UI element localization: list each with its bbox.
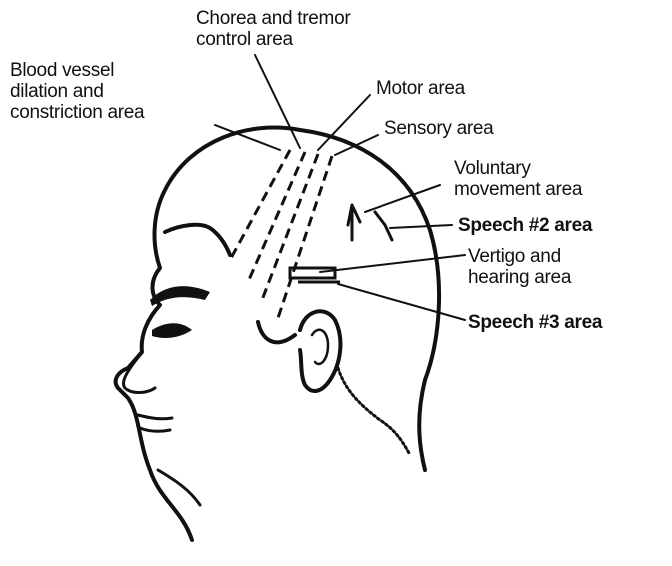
speech2-leader — [390, 225, 452, 228]
label-speech3: Speech #3 area — [468, 312, 602, 333]
eye — [152, 323, 192, 338]
vertigo-leader — [320, 255, 465, 272]
voluntary-leader — [365, 185, 440, 212]
label-blood-vessel: Blood vessel dilation and constriction a… — [10, 60, 144, 123]
speech2-zone — [375, 212, 392, 240]
label-sensory: Sensory area — [384, 118, 493, 139]
mouth — [138, 415, 172, 431]
nose — [123, 355, 155, 393]
label-speech2: Speech #2 area — [458, 215, 592, 236]
neck-outline — [338, 368, 410, 455]
label-chorea-tremor: Chorea and tremor control area — [196, 8, 350, 50]
label-voluntary-movement: Voluntary movement area — [454, 158, 582, 200]
chorea-leader — [255, 55, 300, 148]
jaw — [158, 470, 200, 505]
hairline — [165, 225, 295, 343]
vertigo-hearing-zone — [290, 268, 335, 278]
label-vertigo-hearing: Vertigo and hearing area — [468, 246, 571, 288]
motor-sensory-strips — [230, 150, 332, 318]
label-motor: Motor area — [376, 78, 465, 99]
ear-inner — [312, 330, 328, 364]
speech3-leader — [338, 284, 465, 320]
ear — [300, 311, 340, 391]
voluntary-movement-zone — [348, 205, 360, 240]
